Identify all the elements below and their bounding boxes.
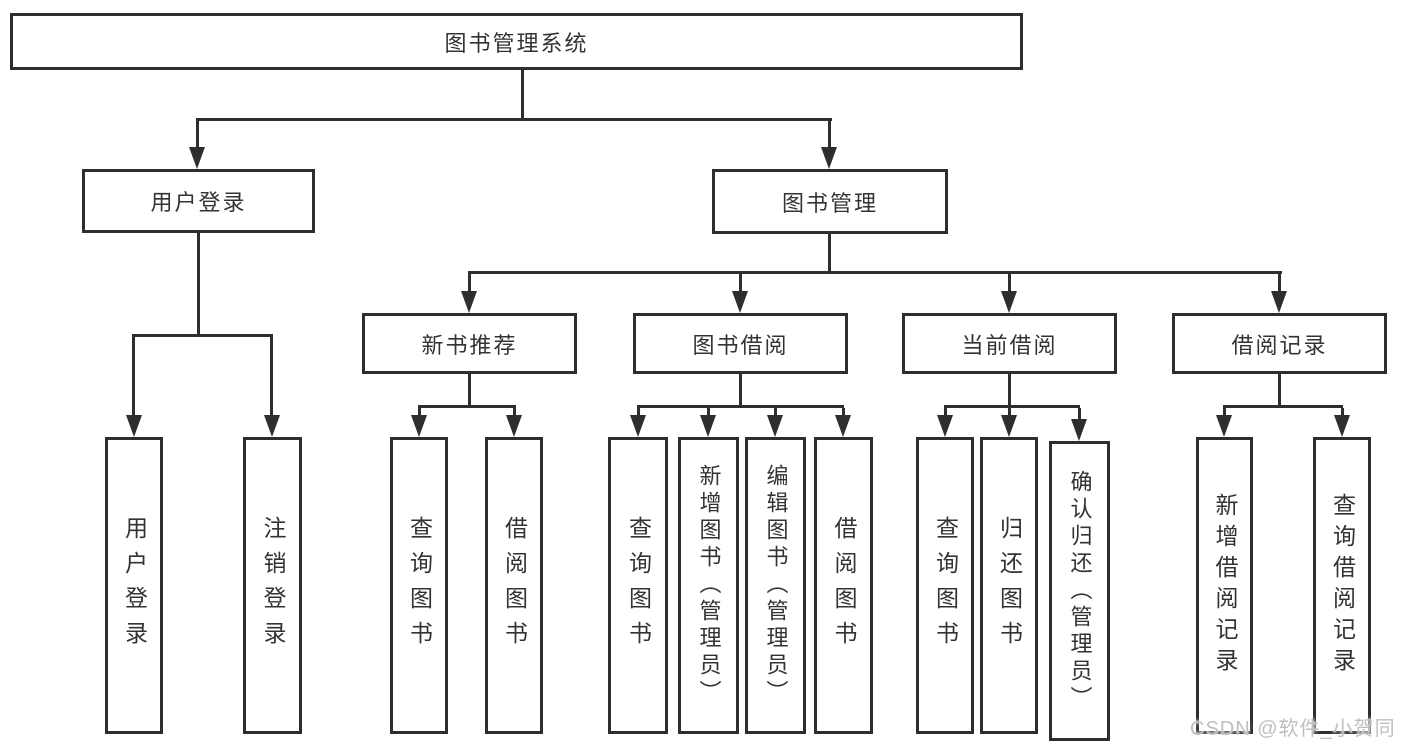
leaf-confirm-return-admin: 确认归还（管理员） xyxy=(1049,441,1110,741)
arrowhead xyxy=(700,415,716,437)
arrowhead xyxy=(767,415,783,437)
leaf-return-books: 归还图书 xyxy=(980,437,1038,734)
leaf-edit-books-admin: 编辑图书（管理员） xyxy=(745,437,806,734)
leaf-add-books-admin: 新增图书（管理员） xyxy=(678,437,739,734)
node-root: 图书管理系统 xyxy=(10,13,1023,70)
connector-line xyxy=(828,121,831,150)
connector-line xyxy=(944,408,947,417)
node-book-management-label: 图书管理 xyxy=(781,190,878,216)
connector-line xyxy=(513,408,516,417)
node-book-borrowing: 图书借阅 xyxy=(633,313,848,374)
arrowhead xyxy=(821,147,837,169)
leaf-borrowing-query-books: 查询图书 xyxy=(608,437,668,734)
leaf-query-borrow-record: 查询借阅记录 xyxy=(1313,437,1371,734)
leaf-newbook-borrow-books-label: 借阅图书 xyxy=(501,515,528,656)
connector-line xyxy=(1008,374,1011,408)
node-new-book-recommend-label: 新书推荐 xyxy=(421,332,518,358)
connector-line xyxy=(132,334,273,337)
leaf-current-query-books-label: 查询图书 xyxy=(932,515,959,656)
node-borrow-records-label: 借阅记录 xyxy=(1231,332,1328,358)
leaf-logout-label: 注销登录 xyxy=(260,515,286,656)
arrowhead xyxy=(264,415,280,437)
node-current-borrowing: 当前借阅 xyxy=(902,313,1117,374)
csdn-watermark: CSDN @软件_小贺同学 xyxy=(1190,718,1396,740)
connector-line xyxy=(637,405,844,408)
connector-line xyxy=(1078,408,1081,421)
connector-line xyxy=(1223,408,1226,417)
arrowhead xyxy=(1001,291,1017,313)
node-borrow-records: 借阅记录 xyxy=(1172,313,1387,374)
connector-line xyxy=(1223,405,1343,408)
arrowhead xyxy=(1071,419,1087,441)
leaf-current-query-books: 查询图书 xyxy=(916,437,974,734)
leaf-user-login-label: 用户登录 xyxy=(121,515,148,656)
arrowhead xyxy=(732,291,748,313)
node-root-label: 图书管理系统 xyxy=(444,30,589,56)
leaf-edit-books-admin-label: 编辑图书（管理员） xyxy=(763,464,789,707)
connector-line xyxy=(418,408,421,417)
connector-line xyxy=(468,271,1282,274)
leaf-user-login: 用户登录 xyxy=(105,437,163,734)
connector-line xyxy=(828,234,831,274)
connector-line xyxy=(739,374,742,408)
arrowhead xyxy=(630,415,646,437)
connector-line xyxy=(468,274,471,293)
connector-line xyxy=(1278,374,1281,408)
connector-line xyxy=(739,274,742,293)
node-current-borrowing-label: 当前借阅 xyxy=(961,332,1058,358)
connector-line xyxy=(270,337,273,417)
connector-line xyxy=(1008,274,1011,293)
leaf-query-borrow-record-label: 查询借阅记录 xyxy=(1329,492,1356,679)
leaf-newbook-query-books-label: 查询图书 xyxy=(406,515,433,656)
arrowhead xyxy=(411,415,427,437)
connector-line xyxy=(637,408,640,417)
node-user-login: 用户登录 xyxy=(82,169,315,233)
node-book-management: 图书管理 xyxy=(712,169,948,234)
leaf-logout: 注销登录 xyxy=(243,437,302,734)
arrowhead xyxy=(126,415,142,437)
leaf-add-borrow-record: 新增借阅记录 xyxy=(1196,437,1253,734)
leaf-add-books-admin-label: 新增图书（管理员） xyxy=(696,464,722,707)
arrowhead xyxy=(1271,291,1287,313)
connector-line xyxy=(132,337,135,417)
leaf-borrow-books: 借阅图书 xyxy=(814,437,873,734)
leaf-newbook-borrow-books: 借阅图书 xyxy=(485,437,543,734)
leaf-newbook-query-books: 查询图书 xyxy=(390,437,448,734)
arrowhead xyxy=(937,415,953,437)
connector-line xyxy=(418,405,516,408)
node-book-borrowing-label: 图书借阅 xyxy=(692,332,789,358)
arrowhead xyxy=(506,415,522,437)
node-user-login-label: 用户登录 xyxy=(150,190,247,215)
arrowhead xyxy=(189,147,205,169)
leaf-return-books-label: 归还图书 xyxy=(996,515,1023,656)
connector-line xyxy=(1008,408,1011,417)
leaf-borrowing-query-books-label: 查询图书 xyxy=(625,515,652,656)
leaf-borrow-books-label: 借阅图书 xyxy=(831,515,857,656)
leaf-confirm-return-admin-label: 确认归还（管理员） xyxy=(1067,469,1093,713)
arrowhead xyxy=(1001,415,1017,437)
leaf-add-borrow-record-label: 新增借阅记录 xyxy=(1212,492,1238,679)
connector-line xyxy=(196,121,199,150)
connector-line xyxy=(521,69,524,121)
connector-line xyxy=(1278,274,1281,293)
arrowhead xyxy=(835,415,851,437)
node-new-book-recommend: 新书推荐 xyxy=(362,313,577,374)
connector-line xyxy=(944,405,1080,408)
connector-line xyxy=(1341,408,1344,417)
connector-line xyxy=(468,374,471,408)
connector-line xyxy=(707,408,710,417)
arrowhead xyxy=(1334,415,1350,437)
connector-line xyxy=(197,233,200,337)
connector-line xyxy=(842,408,845,417)
arrowhead xyxy=(461,291,477,313)
arrowhead xyxy=(1216,415,1232,437)
connector-line xyxy=(774,408,777,417)
connector-line xyxy=(196,118,832,121)
